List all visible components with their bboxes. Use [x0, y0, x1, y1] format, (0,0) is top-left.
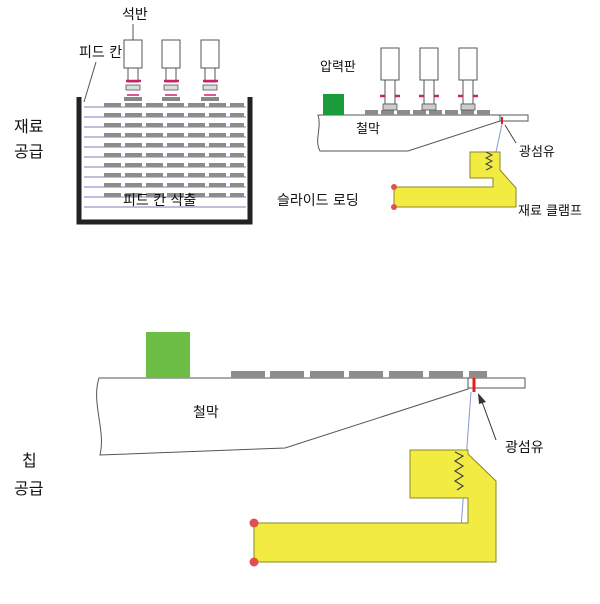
feed-slot-leader	[83, 61, 97, 103]
chips-bottom-rail	[231, 371, 487, 378]
feed-slot-extraction-label: 피드 칸 삭출	[123, 193, 196, 209]
probe-5	[419, 47, 439, 111]
clamp-dot-bottom-2	[249, 557, 259, 567]
chip-supply-group	[96, 332, 526, 567]
probe-3	[200, 39, 220, 101]
feed-slot-label: 피드 칸	[79, 45, 122, 61]
material-supply-label-1: 재료	[14, 117, 43, 136]
material-clamp-label: 재료 클램프	[518, 204, 582, 219]
rail-top	[499, 114, 529, 122]
material-clamp-top	[393, 151, 517, 208]
stone-plate-label: 석반	[122, 7, 148, 23]
optical-fiber-bottom-label: 광섬유	[505, 440, 544, 456]
probe-1	[123, 39, 143, 101]
spring-icon	[484, 151, 494, 171]
clamp-dot-top-2	[391, 204, 397, 210]
chips-top-rail	[365, 110, 490, 115]
iron-film-bottom	[96, 377, 469, 456]
feed-container	[76, 97, 253, 225]
iron-film-top-label: 철막	[356, 122, 380, 137]
material-clamp-bottom	[253, 449, 497, 563]
slide-loading-label: 슬라이드 로딩	[277, 193, 359, 209]
chip-supply-label-2: 공급	[14, 479, 43, 498]
probe-2	[161, 39, 181, 101]
pressure-plate-small	[323, 94, 344, 115]
slide-loading-group	[317, 47, 529, 210]
spring-icon-bottom	[453, 451, 465, 491]
rail-bottom	[467, 377, 526, 389]
iron-film-top	[317, 114, 501, 152]
optical-fiber-top-label: 광섬유	[519, 145, 555, 160]
chip-stacks	[104, 103, 244, 197]
iron-film-bottom-label: 철막	[193, 405, 219, 421]
clamp-dot-bottom-1	[249, 518, 259, 528]
fiber-line-top	[495, 123, 503, 153]
material-supply-label-2: 공급	[14, 142, 43, 161]
fiber-leader-top	[504, 124, 517, 144]
clamp-dot-top-1	[391, 184, 397, 190]
arrow-head	[478, 393, 486, 404]
probe-4	[380, 47, 400, 111]
pressure-plate-large	[146, 332, 190, 378]
chip-supply-label-1: 칩	[22, 451, 37, 470]
feed-box-group	[76, 24, 253, 225]
probe-6	[458, 47, 478, 111]
arrow-icon	[480, 398, 497, 441]
pressure-plate-label: 압력판	[320, 60, 356, 75]
